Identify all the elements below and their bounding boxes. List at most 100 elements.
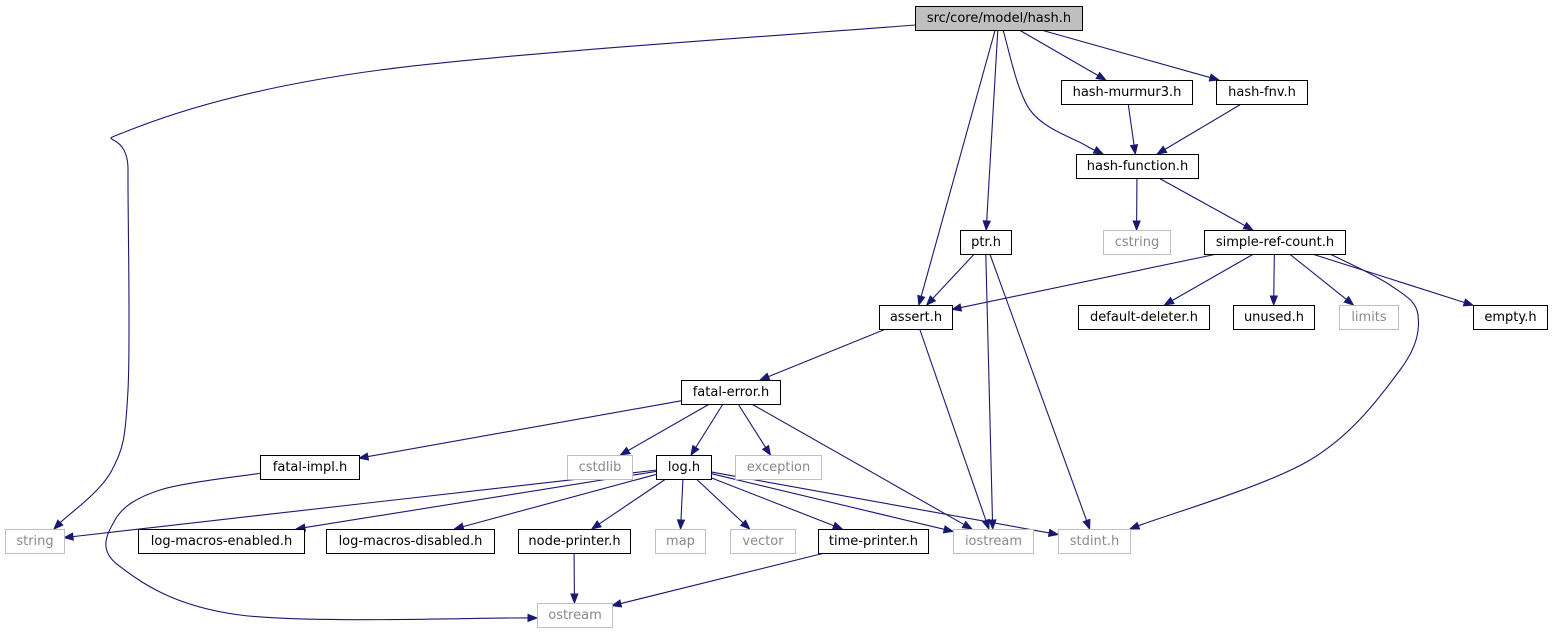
node-label: map — [666, 534, 695, 549]
node-cstring: cstring — [1103, 230, 1171, 255]
node-box — [879, 305, 953, 330]
arrowhead-icon — [357, 452, 370, 461]
arrowhead-icon — [1128, 521, 1141, 530]
node-box — [138, 529, 305, 554]
node-hash-murmur3[interactable]: hash-murmur3.h — [1061, 80, 1193, 105]
node-default-deleter[interactable]: default-deleter.h — [1078, 305, 1210, 330]
node-label: empty.h — [1484, 310, 1536, 325]
node-label: cstring — [1115, 235, 1159, 250]
edge-fatal-error-to-cstdlib — [619, 403, 710, 456]
edge-line — [695, 403, 724, 448]
arrowhead-icon — [1132, 220, 1141, 232]
arrowhead-icon — [1163, 296, 1175, 306]
edge-hash-to-string — [53, 24, 916, 530]
node-box — [1061, 80, 1193, 105]
edge-line — [1289, 253, 1347, 300]
arrowhead-icon — [1082, 518, 1091, 531]
node-box — [953, 529, 1034, 554]
node-label: vector — [742, 534, 784, 549]
node-fatal-impl[interactable]: fatal-impl.h — [260, 455, 360, 480]
arrowhead-icon — [917, 294, 926, 307]
edge-line — [985, 253, 994, 521]
node-fatal-error[interactable]: fatal-error.h — [681, 380, 781, 405]
node-limits: limits — [1339, 305, 1399, 330]
node-hash-function[interactable]: hash-function.h — [1076, 154, 1199, 179]
edge-line — [710, 473, 945, 530]
arrowhead-icon — [950, 303, 963, 312]
node-box — [567, 455, 633, 480]
edge-fatal-error-to-iostream — [751, 403, 974, 530]
node-box — [1233, 305, 1315, 330]
edge-assert-to-fatal-error — [758, 328, 887, 381]
arrowhead-icon — [1129, 143, 1139, 156]
arrowhead-icon — [619, 446, 631, 456]
node-label: string — [16, 534, 53, 549]
edge-log-to-stdint — [710, 471, 1060, 537]
edge-line — [1164, 103, 1242, 150]
nodes-layer: src/core/model/hash.h string assert.h ptr.h… — [5, 6, 1548, 628]
edge-line — [710, 471, 1050, 534]
node-box — [681, 380, 781, 405]
node-node-printer[interactable]: node-printer.h — [518, 529, 631, 554]
node-assert[interactable]: assert.h — [879, 305, 953, 330]
node-iostream: iostream — [953, 529, 1034, 554]
node-exception: exception — [735, 455, 822, 480]
edge-ptr-to-assert — [925, 253, 975, 307]
edge-node-printer-to-ostream — [570, 552, 579, 605]
node-log-macros-enabled[interactable]: log-macros-enabled.h — [138, 529, 305, 554]
node-label: hash-function.h — [1087, 159, 1188, 174]
edge-log-to-string — [62, 469, 657, 541]
arrowhead-icon — [942, 525, 955, 534]
node-time-printer[interactable]: time-printer.h — [818, 529, 929, 554]
node-log[interactable]: log.h — [656, 455, 712, 480]
node-hash[interactable]: src/core/model/hash.h — [915, 6, 1083, 31]
node-box — [537, 603, 613, 628]
edge-line — [598, 478, 667, 525]
node-box — [960, 230, 1012, 255]
node-ostream: ostream — [537, 603, 613, 628]
edge-assert-to-iostream — [919, 328, 990, 531]
node-log-macros-disabled[interactable]: log-macros-disabled.h — [326, 529, 495, 554]
node-label: hash-fnv.h — [1228, 85, 1296, 100]
arrowhead-icon — [1269, 295, 1279, 307]
edge-line — [960, 253, 1218, 309]
edge-line — [919, 328, 987, 521]
edge-line — [1171, 253, 1254, 302]
edge-fatal-error-to-exception — [737, 403, 772, 457]
edge-line — [737, 403, 767, 448]
edge-fatal-impl-to-ostream — [105, 472, 539, 623]
arrowhead-icon — [961, 520, 974, 530]
node-empty[interactable]: empty.h — [1473, 305, 1548, 330]
arrowhead-icon — [570, 593, 579, 605]
node-box — [1058, 529, 1131, 554]
node-box — [260, 455, 360, 480]
node-simple-ref-count[interactable]: simple-ref-count.h — [1204, 230, 1346, 255]
node-box — [656, 455, 712, 480]
edge-hash-function-to-simple-ref-count — [1158, 177, 1254, 231]
node-hash-fnv[interactable]: hash-fnv.h — [1216, 80, 1308, 105]
node-ptr[interactable]: ptr.h — [960, 230, 1012, 255]
arrowhead-icon — [1242, 221, 1254, 231]
node-unused[interactable]: unused.h — [1233, 305, 1315, 330]
node-box — [915, 6, 1083, 31]
edge-line — [680, 478, 684, 521]
edge-fatal-error-to-fatal-impl — [357, 400, 682, 461]
node-label: limits — [1351, 310, 1387, 325]
node-box — [518, 529, 631, 554]
node-label: stdint.h — [1070, 534, 1119, 549]
arrowhead-icon — [610, 599, 623, 608]
edge-line — [1273, 253, 1275, 297]
node-box — [730, 529, 796, 554]
node-label: exception — [747, 460, 811, 475]
node-label: time-printer.h — [829, 534, 918, 549]
edge-log-to-time-printer — [710, 477, 844, 530]
node-label: hash-murmur3.h — [1073, 85, 1182, 100]
node-box — [1078, 305, 1210, 330]
edge-line — [932, 253, 975, 299]
node-label: unused.h — [1244, 310, 1304, 325]
edge-hash-to-ptr — [982, 29, 999, 232]
edge-line — [59, 24, 916, 523]
edge-line — [989, 253, 1088, 521]
node-label: node-printer.h — [528, 534, 620, 549]
